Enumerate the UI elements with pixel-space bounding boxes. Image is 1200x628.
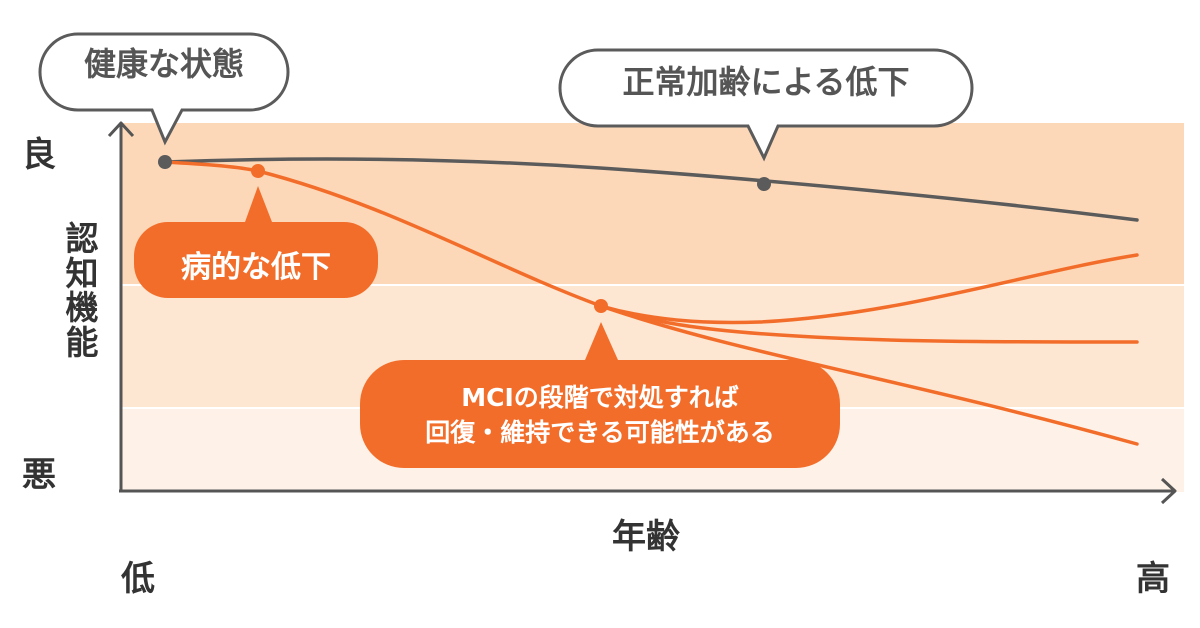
healthy-bubble: [38, 32, 290, 146]
y-axis-title: 認知機能: [65, 219, 99, 362]
disease-bubble: [134, 186, 378, 298]
y-axis-low-label: 悪: [22, 455, 56, 495]
mci-point: [594, 299, 608, 313]
x-axis-high-label: 高: [1136, 559, 1170, 599]
mci-callout-line-1: MCIの段階で対処すれば: [461, 383, 739, 412]
mci-callout: MCIの段階で対処すれば 回復・維持できる可能性がある: [356, 380, 844, 450]
x-axis-low-label: 低: [121, 559, 155, 599]
disease-onset-point: [251, 164, 265, 178]
recovery-curve: [599, 253, 1139, 325]
pathological-decline-curve: [163, 160, 1139, 446]
x-axis-title: 年齢: [612, 517, 680, 557]
normal-aging-callout: 正常加齢による低下: [622, 63, 910, 101]
normal-aging-curve: [163, 157, 1139, 222]
disease-callout: 病的な低下: [181, 250, 331, 285]
normal-aging-bubble: [558, 48, 974, 162]
normal-aging-point: [757, 177, 771, 191]
healthy-callout: 健康な状態: [83, 45, 244, 83]
healthy-point: [158, 155, 172, 169]
y-axis-arrow: [107, 121, 135, 138]
y-axis-high-label: 良: [22, 135, 56, 175]
x-axis-arrow: [1160, 477, 1177, 505]
maintained-curve: [599, 304, 1139, 344]
mci-callout-line-2: 回復・維持できる可能性がある: [425, 418, 775, 447]
mci-bubble: [360, 322, 840, 468]
